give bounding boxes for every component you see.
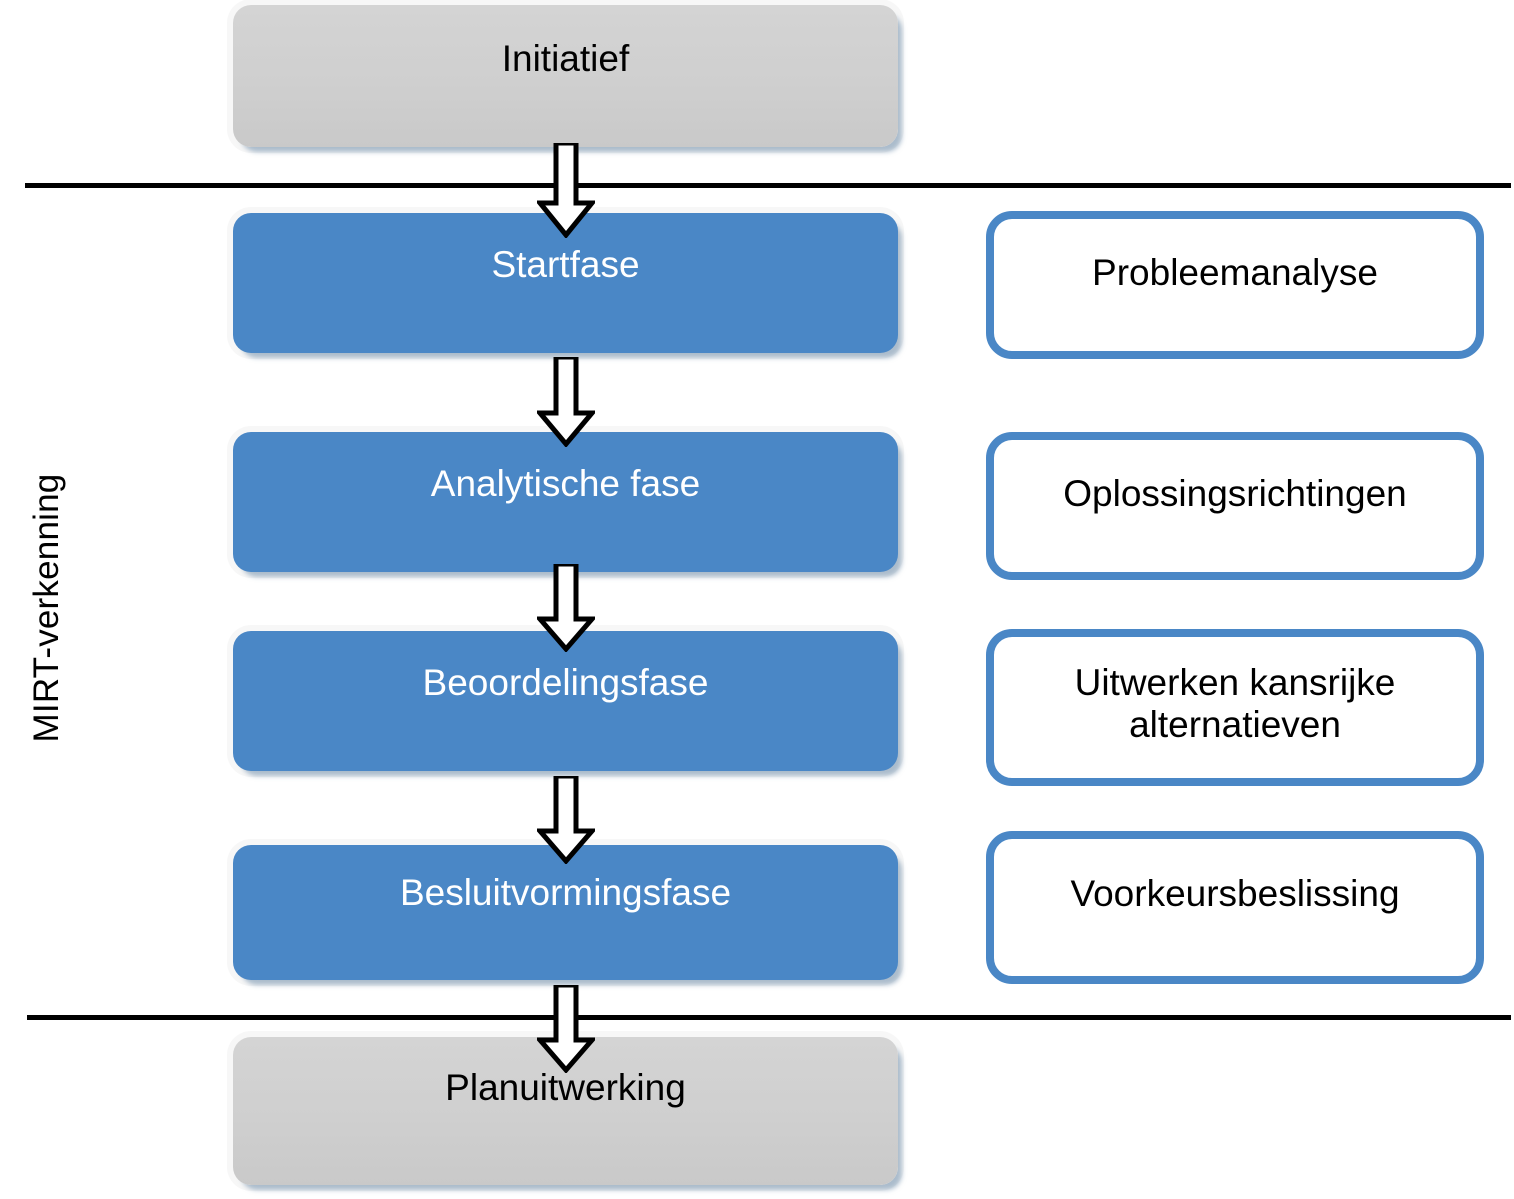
phase-box-analytische-fase[interactable]: Analytische fase [233, 432, 898, 572]
note-box-voorkeursbeslissing[interactable]: Voorkeursbeslissing [986, 831, 1484, 984]
phase-label-analytische-fase: Analytische fase [430, 463, 701, 504]
note-label-probleemanalyse: Probleemanalyse [1092, 252, 1378, 293]
down-block-arrow-icon [537, 985, 595, 1073]
band-divider-top [25, 183, 1511, 188]
band-label-mirt-verkenning: MIRT-verkenning [27, 473, 66, 743]
note-label-oplossingsrichtingen: Oplossingsrichtingen [1063, 473, 1407, 514]
phase-label-startfase: Startfase [491, 244, 640, 285]
down-block-arrow-icon [537, 357, 595, 447]
note-label-voorkeursbeslissing: Voorkeursbeslissing [1070, 873, 1400, 914]
phase-box-initiatief[interactable]: Initiatief [233, 5, 898, 147]
phase-label-besluitvormingsfase: Besluitvormingsfase [399, 872, 732, 913]
phase-box-beoordelingsfase[interactable]: Beoordelingsfase [233, 631, 898, 771]
band-divider-bottom [27, 1015, 1511, 1020]
phase-box-besluitvormingsfase[interactable]: Besluitvormingsfase [233, 845, 898, 980]
note-box-oplossingsrichtingen[interactable]: Oplossingsrichtingen [986, 432, 1484, 580]
note-label-uitwerken-kansrijke-alternatieven: Uitwerken kansrijke alternatieven [1074, 662, 1396, 746]
down-block-arrow-icon [537, 564, 595, 652]
down-block-arrow-icon [537, 143, 595, 238]
phase-label-initiatief: Initiatief [501, 38, 630, 79]
phase-label-planuitwerking: Planuitwerking [445, 1067, 686, 1108]
note-box-probleemanalyse[interactable]: Probleemanalyse [986, 211, 1484, 359]
phase-label-beoordelingsfase: Beoordelingsfase [422, 662, 709, 703]
note-box-uitwerken-kansrijke-alternatieven[interactable]: Uitwerken kansrijke alternatieven [986, 629, 1484, 786]
down-block-arrow-icon [537, 776, 595, 864]
